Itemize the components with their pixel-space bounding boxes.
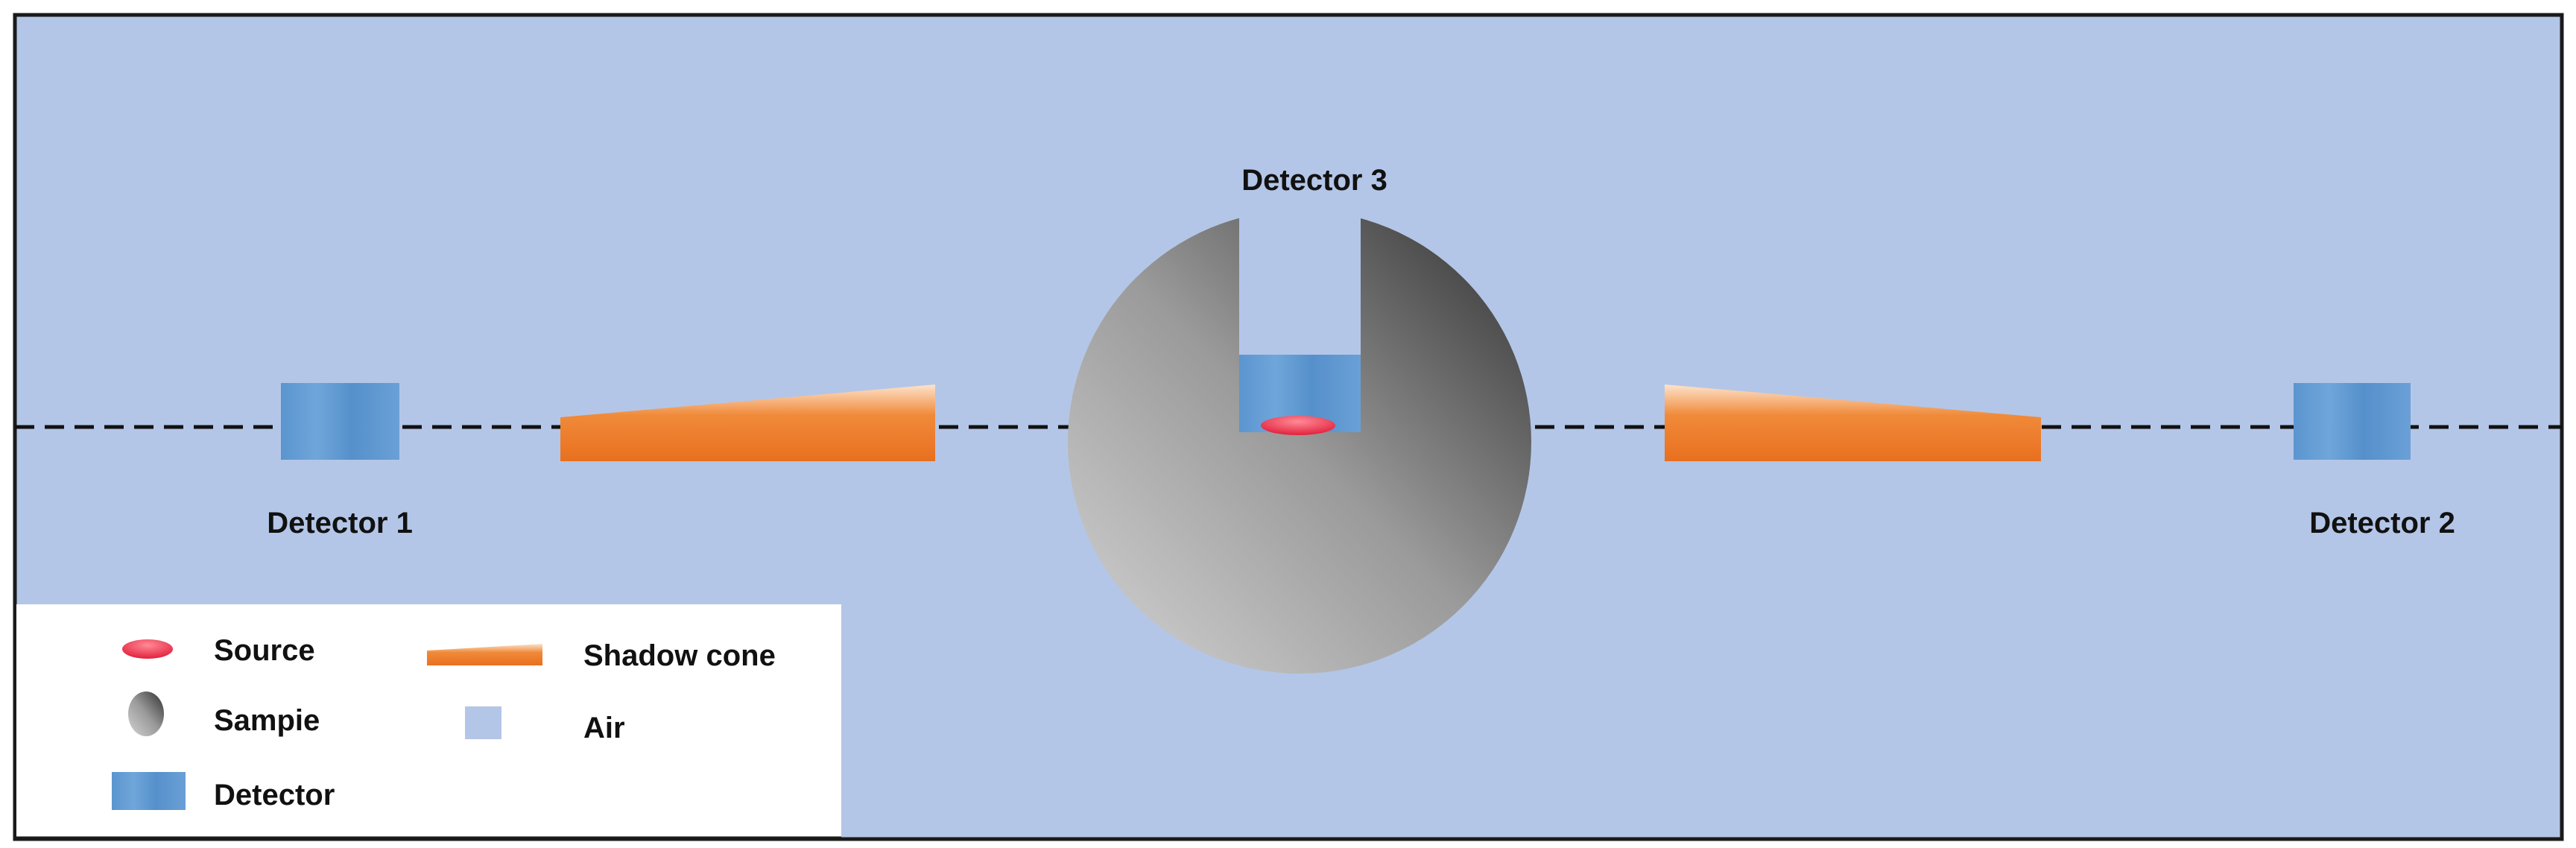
legend-sample-label: Sampie: [214, 704, 320, 737]
legend-detector-icon: [112, 772, 186, 810]
detector-3-label: Detector 3: [1241, 164, 1387, 197]
legend: Source Shadow cone Sampie Air Detector: [16, 604, 841, 841]
legend-air-icon: [465, 706, 501, 739]
legend-sample-icon: [128, 692, 164, 736]
legend-shadow-cone-label: Shadow cone: [583, 639, 776, 672]
legend-source-icon: [122, 639, 173, 659]
legend-source-label: Source: [214, 634, 315, 667]
shadow-cone-left: [560, 385, 935, 461]
detector-2-label: Detector 2: [2309, 507, 2455, 540]
detector-1: [281, 383, 399, 460]
source: [1261, 416, 1335, 435]
shadow-cone-right: [1665, 385, 2041, 461]
sample-sphere: [1068, 210, 1531, 674]
legend-air-label: Air: [583, 712, 625, 744]
legend-detector-label: Detector: [214, 779, 335, 811]
detector-2: [2294, 383, 2411, 460]
legend-shadow-cone-icon: [427, 644, 542, 665]
detector-1-label: Detector 1: [267, 507, 413, 540]
